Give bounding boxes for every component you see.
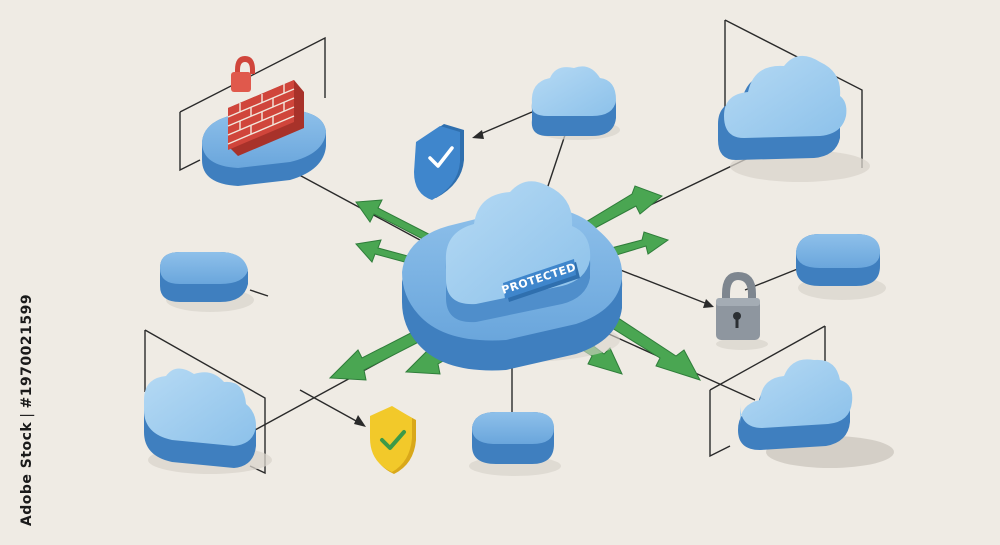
stock-separator: | [19,412,35,418]
central-hub: PROTECTED [402,181,623,371]
pad-bottom [469,412,561,476]
stock-credit: Adobe Stock | #1970021599 [17,294,37,526]
cloud-bottom-right [738,359,894,468]
pad-left [160,252,254,312]
stock-source: Adobe Stock [19,421,35,527]
firewall-icon [227,80,304,156]
cloud-bottom-left [144,368,272,474]
pad-right [796,234,886,300]
line-arrowheads [354,130,714,427]
padlock-icon-red [231,56,255,92]
shield-check-icon-yellow [370,406,416,474]
firewall-node [202,56,326,186]
cloud-top [531,66,620,140]
padlock-icon-gray [716,272,768,350]
shield-check-icon-blue [414,124,464,200]
stock-id: #1970021599 [19,293,35,409]
cloud-top-right [718,55,870,182]
central-cloud [445,181,591,323]
